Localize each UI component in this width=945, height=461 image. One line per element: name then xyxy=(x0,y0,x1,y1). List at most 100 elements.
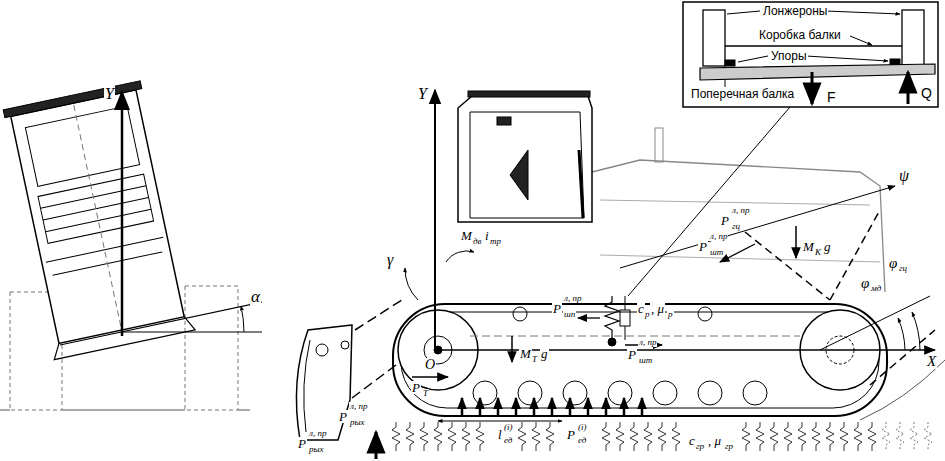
force-label: P xyxy=(338,410,348,423)
dimension-line xyxy=(438,421,562,422)
rotation-arrow xyxy=(405,268,418,300)
ground-spring xyxy=(434,422,442,451)
leader-line xyxy=(738,56,888,62)
pressure-arrow xyxy=(569,398,572,417)
damping-label: , μ xyxy=(707,434,722,447)
cab-detail xyxy=(497,117,511,125)
dimension-label: l xyxy=(497,428,503,441)
support-roller xyxy=(698,307,712,321)
spring-symbol xyxy=(605,296,619,340)
pressure-arrow xyxy=(515,398,518,417)
cab-roof xyxy=(468,91,590,97)
pressure-arrow xyxy=(551,398,554,417)
part-label: Упоры xyxy=(770,50,808,62)
ground-spring xyxy=(854,422,862,451)
subscript: рых xyxy=(349,418,366,427)
pressure-arrow xyxy=(641,398,644,417)
reference-line xyxy=(122,332,262,333)
subscript: р xyxy=(667,310,674,319)
longeron xyxy=(703,10,725,66)
weight-arrow xyxy=(795,226,797,258)
tractor-front xyxy=(1,80,195,359)
blade-hinge xyxy=(341,341,349,349)
force-label: F xyxy=(826,90,837,104)
ground-spring xyxy=(546,422,554,451)
angle-arc xyxy=(912,312,920,350)
stop-block xyxy=(725,60,735,66)
force-label: P xyxy=(566,428,576,441)
body-outline xyxy=(11,90,184,344)
subscript: тр xyxy=(489,237,502,246)
subscript: гр xyxy=(724,442,734,451)
track-frame xyxy=(470,336,800,337)
angle-label: φ xyxy=(888,256,898,271)
subscript: ед xyxy=(503,436,513,445)
side-view xyxy=(296,90,945,459)
subscript: К xyxy=(814,248,822,257)
y-axis xyxy=(434,90,436,352)
pressure-arrow xyxy=(479,398,482,417)
cab-detail xyxy=(510,150,528,200)
origin-label: O xyxy=(424,358,436,372)
angle-arc xyxy=(241,306,244,332)
pressure-arrow xyxy=(623,398,626,417)
ground-spring xyxy=(798,422,806,451)
subscript: гр xyxy=(695,442,705,451)
angle-label: α xyxy=(250,288,261,305)
force-label: Q xyxy=(920,86,933,100)
x-axis xyxy=(435,349,935,351)
leader-line xyxy=(725,80,726,87)
ground-spring xyxy=(784,422,792,451)
ground-spring xyxy=(644,422,652,451)
axis-label: X xyxy=(926,354,937,369)
ground-spring xyxy=(532,422,540,451)
superscript: л, пр xyxy=(308,429,327,438)
force-arrow xyxy=(907,72,910,104)
ground-spring xyxy=(476,422,484,451)
pressure-arrow xyxy=(533,398,536,417)
inset-frame xyxy=(683,2,938,107)
damper-symbol xyxy=(620,310,630,326)
hydraulic-cylinder xyxy=(745,232,830,300)
ground-spring xyxy=(770,422,778,451)
superscript: л, пр xyxy=(349,402,368,411)
pressure-arrow xyxy=(587,398,590,417)
force-arrow xyxy=(811,72,814,104)
superscript: л, пр xyxy=(709,232,728,241)
axis-label: Y xyxy=(104,86,115,102)
ground-spring xyxy=(812,422,820,451)
superscript: л, пр xyxy=(563,294,582,303)
force-arrow xyxy=(578,317,600,318)
ground-springs xyxy=(392,422,932,451)
weight-label: M xyxy=(519,347,532,360)
subscript: Т xyxy=(422,389,429,398)
force-label: P xyxy=(552,302,562,315)
subscript: ед xyxy=(577,436,587,445)
ground-line xyxy=(860,360,945,420)
superscript: (i) xyxy=(577,423,588,432)
part-label: Лонжероны xyxy=(762,5,828,17)
force-label: P xyxy=(297,437,307,450)
ground-line xyxy=(0,410,250,411)
subscript: мд xyxy=(870,284,882,293)
psi-axis xyxy=(620,186,895,268)
callout-leader xyxy=(628,107,790,296)
ground-spring xyxy=(602,422,610,451)
subscript: Т xyxy=(531,355,538,364)
cab-outline xyxy=(458,96,592,222)
ground-spring xyxy=(630,422,638,451)
ground-spring xyxy=(448,422,456,451)
ground-spring xyxy=(756,422,764,451)
cross-beam xyxy=(700,64,935,80)
y-axis xyxy=(121,92,124,336)
ground-spring xyxy=(462,422,470,451)
ground-spring xyxy=(420,422,428,451)
force-label: P xyxy=(627,348,637,361)
angle-label: φ xyxy=(860,276,870,291)
phi-line xyxy=(820,296,930,350)
force-label: P xyxy=(720,214,730,227)
beam-box xyxy=(725,45,902,46)
torque-arrow xyxy=(446,251,474,262)
subscript: шт xyxy=(638,356,653,365)
